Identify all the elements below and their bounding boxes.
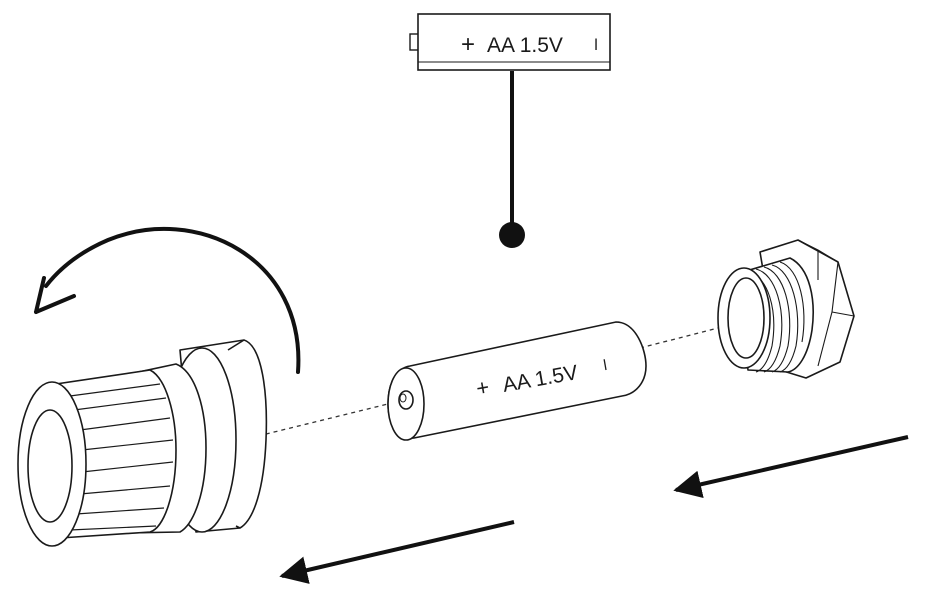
callout-minus-mark: l [594,37,598,54]
aa-battery: + AA 1.5V l [387,321,647,441]
slide-left-arrow-icon [279,520,515,584]
callout-battery-body [417,13,611,71]
axis-dashed-left [257,401,397,437]
battery-minus-mark: l [602,357,608,374]
axis-dashed-right [639,325,727,349]
thread-opening-inner [727,277,765,359]
threaded-hex-nut [717,239,855,379]
slide-left-arrow-icon [673,435,909,499]
cap-knurled-grip [55,369,177,539]
callout-battery: + AA 1.5V l [409,13,611,71]
callout-leader-dot [499,222,525,248]
flashlight-end-cap [17,339,268,547]
battery-plus-sign: + [474,374,491,401]
cap-front-lens [27,409,73,523]
cap-knurl-lines [69,383,174,531]
callout-battery-label: AA 1.5V [487,34,563,57]
curved-rotate-arrow-icon [34,226,301,374]
callout-plus-sign: + [461,31,475,58]
thread-lines [747,261,805,373]
